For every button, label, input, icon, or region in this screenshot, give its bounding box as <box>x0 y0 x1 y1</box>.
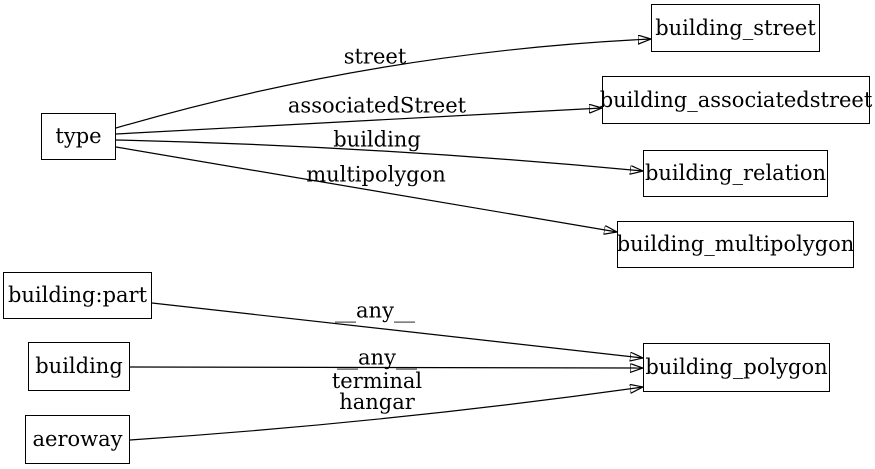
edge-type-building_street <box>115 39 651 129</box>
node-building-polygon: building_polygon <box>643 343 830 392</box>
edge-type-building_associatedstreet <box>115 108 602 135</box>
node-type-label: type <box>55 124 102 148</box>
node-building-relation-label: building_relation <box>644 161 827 185</box>
edge-type-building_relation <box>115 139 643 171</box>
edge-label-multipolygon: multipolygon <box>306 162 446 187</box>
edge-label-building: building <box>333 127 421 152</box>
node-building-relation: building_relation <box>643 150 828 197</box>
edge-label-terminal: terminal <box>331 369 423 393</box>
edge-aeroway-building_polygon <box>129 387 643 441</box>
edge-label-any-building-part: __any__ <box>335 298 415 323</box>
node-building-label: building <box>35 354 123 378</box>
node-type: type <box>41 113 116 160</box>
node-building-associatedstreet-label: building_associatedstreet <box>599 87 873 112</box>
node-building-polygon-label: building_polygon <box>645 355 828 379</box>
node-building: building <box>28 342 130 391</box>
edge-building-building_polygon <box>129 367 643 368</box>
node-building-multipolygon-label: building_multipolygon <box>616 232 855 256</box>
edge-label-terminal-hangar: terminal hangar <box>332 371 422 413</box>
edge-label-any-building: __any__ <box>337 345 417 370</box>
edge-type-building_multipolygon <box>115 146 617 232</box>
node-building-multipolygon: building_multipolygon <box>617 221 854 268</box>
edge-label-associatedstreet: associatedStreet <box>287 93 467 118</box>
edge-label-street: street <box>343 44 407 69</box>
node-building-associatedstreet: building_associatedstreet <box>599 76 873 124</box>
edge-label-hangar: hangar <box>339 390 415 414</box>
node-building-street: building_street <box>651 4 820 52</box>
node-building-part-label: building:part <box>7 283 148 307</box>
node-aeroway-label: aeroway <box>32 427 123 451</box>
node-aeroway: aeroway <box>25 415 130 464</box>
node-building-part: building:part <box>3 272 152 319</box>
edge-building_part-building_polygon <box>151 302 643 358</box>
node-building-street-label: building_street <box>655 15 816 40</box>
